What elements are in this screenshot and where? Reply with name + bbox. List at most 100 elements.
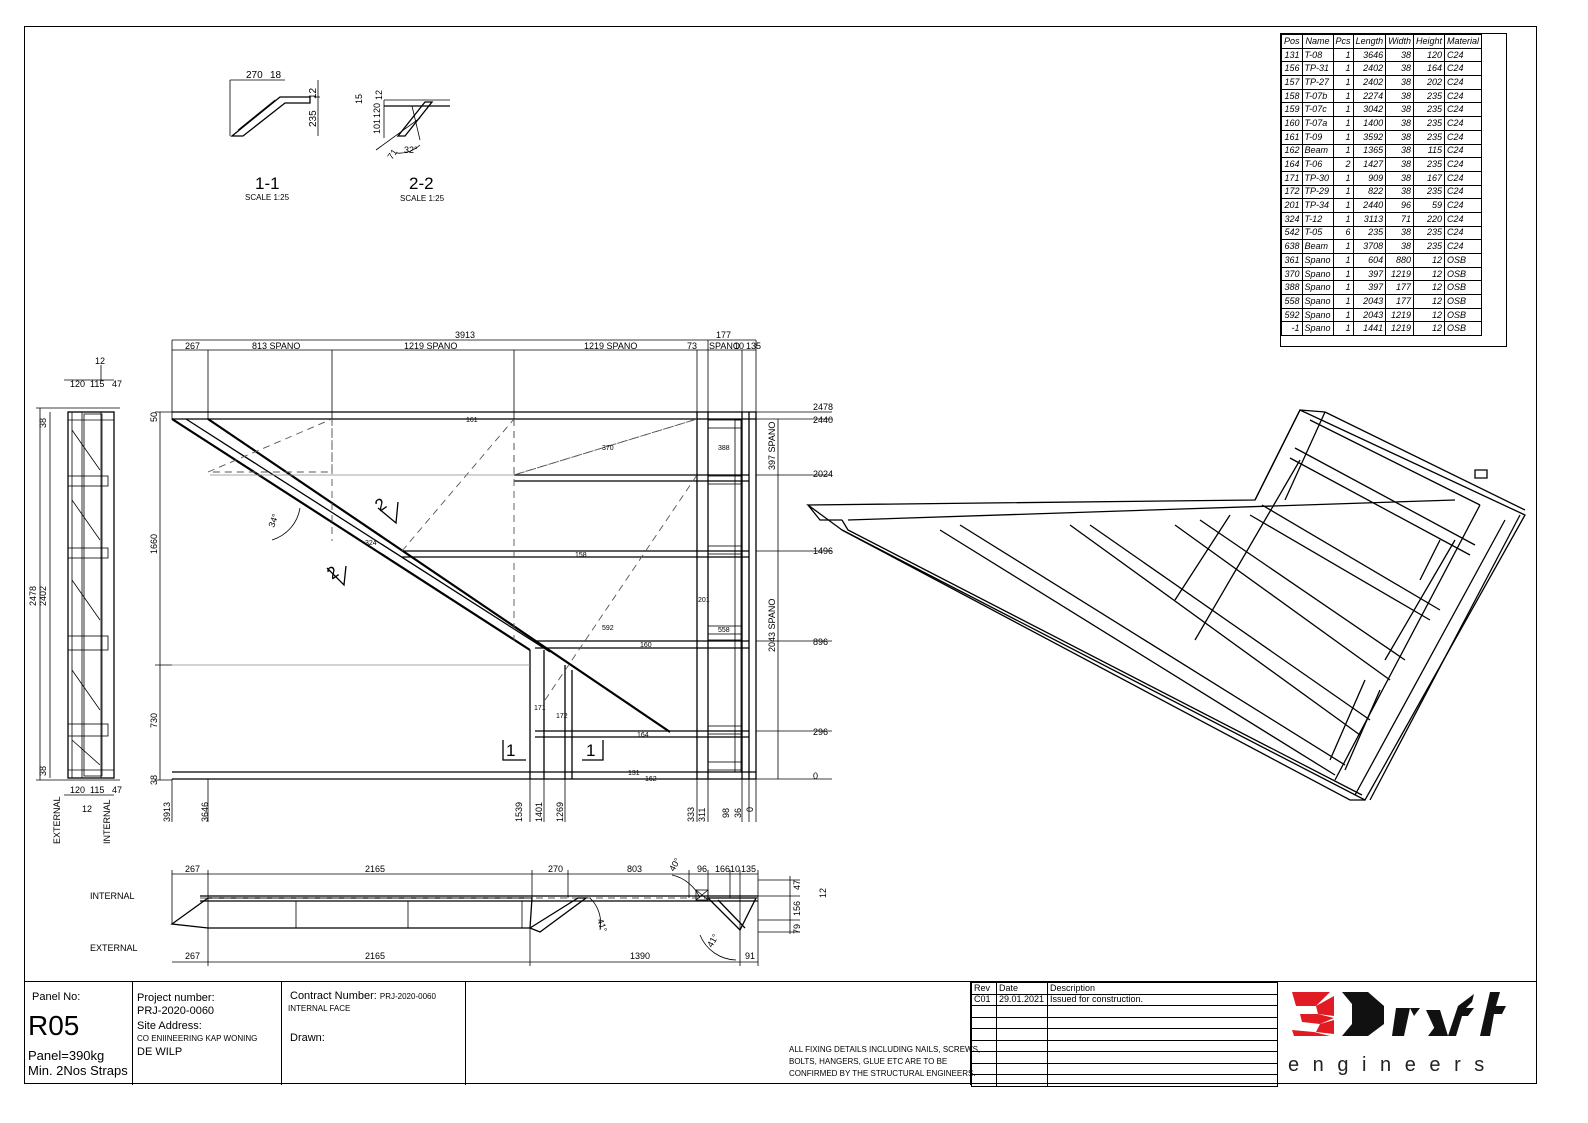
table-cell: C24 bbox=[1444, 211, 1483, 227]
table-cell: T-08 bbox=[1301, 47, 1334, 63]
table-cell: 909 bbox=[1352, 170, 1387, 186]
side-dim-2402: 2402 bbox=[38, 586, 48, 606]
table-cell: 38 bbox=[1385, 184, 1415, 200]
logo-3draft bbox=[1292, 992, 1506, 1036]
table-cell: 1219 bbox=[1385, 307, 1415, 323]
table-cell: 2402 bbox=[1352, 61, 1387, 77]
table-cell: C24 bbox=[1444, 129, 1483, 145]
table-cell: 12 bbox=[1413, 266, 1446, 282]
table-cell: 1 bbox=[1332, 143, 1354, 159]
dim-left-730: 730 bbox=[149, 713, 159, 728]
revision-cell: Rev Date Description C01 29.01.2021 Issu… bbox=[971, 982, 1278, 1087]
s22-dim-120: 120 bbox=[372, 103, 382, 118]
level-296: 296 bbox=[813, 727, 828, 737]
level-896: 896 bbox=[813, 637, 828, 647]
table-cell: OSB bbox=[1444, 294, 1483, 309]
plan-top-96: 96 bbox=[697, 864, 707, 874]
table-cell: 2274 bbox=[1352, 88, 1387, 104]
section-mark-1b: 1 bbox=[586, 741, 595, 760]
plan-bottom-2165: 2165 bbox=[365, 951, 385, 961]
plan-top-2165: 2165 bbox=[365, 864, 385, 874]
table-cell: 370 bbox=[1281, 266, 1303, 282]
panel-cell: Panel No: R05 Panel=390kg Min. 2Nos Stra… bbox=[24, 982, 133, 1085]
table-cell: 38 bbox=[1385, 170, 1415, 186]
plan-right-12: 12 bbox=[818, 888, 828, 898]
table-cell: 1 bbox=[1332, 47, 1354, 63]
table-cell: 202 bbox=[1413, 75, 1446, 90]
col-length: Length bbox=[1352, 34, 1387, 49]
plan-top-135: 135 bbox=[741, 864, 756, 874]
level-2478: 2478 bbox=[813, 402, 833, 412]
table-cell: C24 bbox=[1444, 143, 1483, 159]
table-cell: C24 bbox=[1444, 102, 1483, 118]
side-dim-115-bottom: 115 bbox=[90, 785, 104, 795]
table-cell: 1 bbox=[1332, 184, 1354, 200]
table-cell: 96 bbox=[1385, 198, 1415, 213]
dim-1219-spano-a: 1219 SPANO bbox=[404, 341, 457, 351]
col-material: Material bbox=[1444, 34, 1483, 49]
plan-label-external: EXTERNAL bbox=[90, 943, 138, 953]
table-cell: 235 bbox=[1413, 225, 1446, 241]
table-cell: 1 bbox=[1332, 321, 1354, 337]
logo-cell: e n g i n e e r s bbox=[1278, 982, 1537, 1085]
project-number: PRJ-2020-0060 bbox=[137, 1005, 215, 1017]
side-view: 12 120 115 47 120 115 47 12 2478 2402 38… bbox=[28, 356, 122, 844]
dim-10: 10 bbox=[734, 341, 744, 351]
note-line-1: ALL FIXING DETAILS INCLUDING NAILS, SCRE… bbox=[789, 1045, 981, 1054]
tag-160: 160 bbox=[640, 642, 652, 649]
table-cell: 235 bbox=[1413, 184, 1446, 200]
dim-177: 177 bbox=[716, 330, 731, 340]
table-cell: 3646 bbox=[1352, 47, 1387, 63]
table-cell: 1 bbox=[1332, 116, 1354, 131]
bottom-dim-98: 98 bbox=[721, 808, 731, 818]
panel-no: R05 bbox=[28, 1010, 80, 1041]
table-cell: 1 bbox=[1332, 170, 1354, 186]
bottom-dim-311: 311 bbox=[697, 808, 707, 822]
right-spano-2043: 2043 SPANO bbox=[767, 599, 777, 652]
tag-131: 131 bbox=[628, 770, 640, 777]
bottom-dim-1539: 1539 bbox=[514, 802, 524, 822]
section-mark-2a: 2 bbox=[371, 494, 390, 515]
isometric-3d-view bbox=[806, 409, 1526, 801]
table-cell: 1 bbox=[1332, 266, 1354, 282]
revision-table: Rev Date Description C01 29.01.2021 Issu… bbox=[971, 982, 1278, 1087]
level-0: 0 bbox=[813, 771, 818, 781]
table-cell: 59 bbox=[1413, 198, 1446, 213]
table-cell: Spano bbox=[1301, 321, 1334, 337]
table-cell: 235 bbox=[1413, 102, 1446, 118]
table-cell: C24 bbox=[1444, 116, 1483, 131]
dim-813-spano: 813 SPANO bbox=[252, 341, 300, 351]
table-cell: 1 bbox=[1332, 88, 1354, 104]
table-cell: 38 bbox=[1385, 129, 1415, 145]
table-cell: 1 bbox=[1332, 129, 1354, 145]
table-cell: C24 bbox=[1444, 157, 1483, 172]
table-cell: 235 bbox=[1413, 157, 1446, 172]
logo-sub: e n g i n e e r s bbox=[1288, 1054, 1489, 1076]
plan-angle-41b: 41° bbox=[705, 932, 721, 949]
plan-top-267: 267 bbox=[185, 864, 200, 874]
table-cell: 1 bbox=[1332, 280, 1354, 296]
table-cell: 3113 bbox=[1352, 211, 1387, 227]
plan-top-10: 10 bbox=[730, 864, 740, 874]
table-cell: 361 bbox=[1281, 253, 1303, 268]
table-cell: 201 bbox=[1281, 198, 1303, 213]
table-cell: 38 bbox=[1385, 239, 1415, 254]
table-cell: Spano bbox=[1301, 280, 1334, 296]
s11-dim-18: 18 bbox=[270, 70, 282, 81]
bottom-dim-3913: 3913 bbox=[162, 802, 172, 822]
table-cell: C24 bbox=[1444, 184, 1483, 200]
table-cell: OSB bbox=[1444, 321, 1483, 337]
table-cell: 1427 bbox=[1352, 157, 1387, 172]
dim-73: 73 bbox=[687, 341, 697, 351]
dim-left-38: 38 bbox=[149, 775, 159, 785]
table-cell: 235 bbox=[1413, 239, 1446, 254]
table-cell: 592 bbox=[1281, 307, 1303, 323]
section-1-1: 270 18 12 235 1-1 SCALE 1:25 bbox=[229, 70, 320, 202]
table-cell: 235 bbox=[1413, 88, 1446, 104]
